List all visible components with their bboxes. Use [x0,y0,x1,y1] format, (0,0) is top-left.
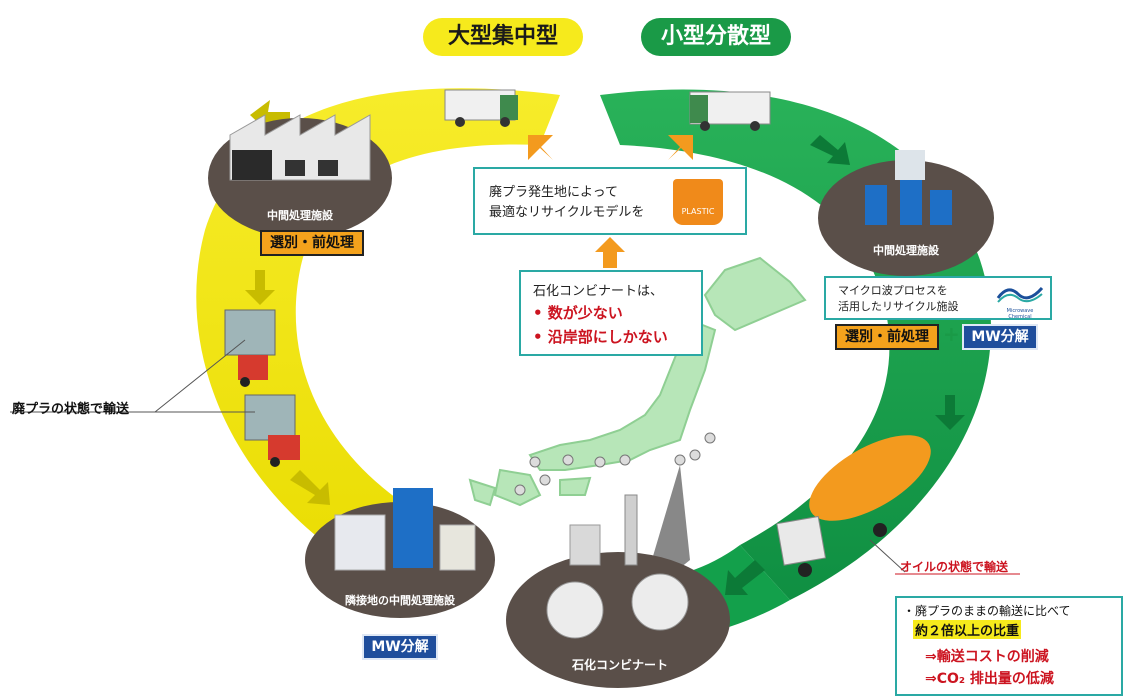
petro-info-bullet2: • 沿岸部にしかない [533,328,668,346]
distributed-type-pill: 小型分散型 [641,18,791,56]
oil-transport-label: オイルの状態で輸送 [900,560,1009,574]
plus-sign: + [943,322,960,346]
oil-label-line [869,539,906,573]
orange-arrow-left [528,135,553,160]
petro-site-markers [514,432,716,496]
waste-truck-icon-2 [244,394,300,467]
green-arrow-1 [810,135,850,165]
benefits-line3: ⇒輸送コストの削減 [925,649,1049,665]
plastic-bin-label: PLASTIC [681,207,715,216]
wave-logo-icon [996,286,1044,303]
tanker-truck-icon [776,435,931,577]
right-facility-label: 中間処理施設 [873,244,939,257]
petro-complex-label: 石化コンビナート [571,658,668,672]
left-top-facility-label: 中間処理施設 [267,209,333,222]
left-pretreatment-tag: 選別・前処理 [260,230,364,256]
waste-truck-icon-1 [224,309,276,387]
green-arrow-3 [725,560,765,595]
truck-icon-top-right [689,91,771,131]
mw-box-line2: 活用したリサイクル施設 [838,300,959,313]
centralized-type-pill: 大型集中型 [423,18,583,56]
truck-icon-top-left [444,89,518,127]
microwave-process-box: マイクロ波プロセスを 活用したリサイクル施設 Microwave Chemica… [824,276,1052,320]
yellow-arrow-2 [245,270,275,305]
benefits-box: ・廃プラのままの輸送に比べて 約２倍以上の比重 ⇒輸送コストの削減 ⇒CO₂ 排… [895,596,1123,696]
orange-arrow-up [595,237,625,268]
left-bottom-facility-label: 隣接地の中間処理施設 [345,594,455,607]
center-message-line1: 廃プラ発生地によって [489,185,618,200]
right-pretreatment-tag: 選別・前処理 [835,324,939,350]
petro-info-line1: 石化コンビナートは、 [533,284,664,299]
microwave-chemical-logo-text: Microwave Chemical [1006,308,1034,320]
green-arrow-2 [935,395,965,430]
factory-icon [229,114,371,181]
mw-box-line1: マイクロ波プロセスを [838,284,948,297]
center-message-box: 廃プラ発生地によって 最適なリサイクルモデルを PLASTIC [473,167,747,235]
plastic-bin-icon: PLASTIC [673,179,723,225]
transport-label-line-1 [154,339,246,413]
center-message-line2: 最適なリサイクルモデルを [489,205,645,220]
petro-info-bullet1: • 数が少ない [533,304,623,322]
benefits-line1: ・廃プラのままの輸送に比べて [903,604,1071,618]
mw-facility-icon-right [865,150,952,225]
yellow-arrow-3 [290,470,330,505]
petrochemical-complex-icon [546,494,689,639]
plastic-transport-label: 廃プラの状態で輸送 [12,402,130,417]
right-mw-decomposition-tag: MW分解 [962,324,1038,350]
mw-facility-icon-left [334,488,476,571]
orange-arrow-right [668,135,693,160]
yellow-arrow-1 [250,100,290,134]
benefits-line2: 約２倍以上の比重 [913,620,1022,639]
petro-info-box: 石化コンビナートは、 • 数が少ない • 沿岸部にしかない [519,270,703,356]
benefits-line4: ⇒CO₂ 排出量の低減 [925,671,1054,687]
microwave-chemical-logo: Microwave Chemical [996,282,1044,320]
left-mw-decomposition-tag: MW分解 [362,634,438,660]
